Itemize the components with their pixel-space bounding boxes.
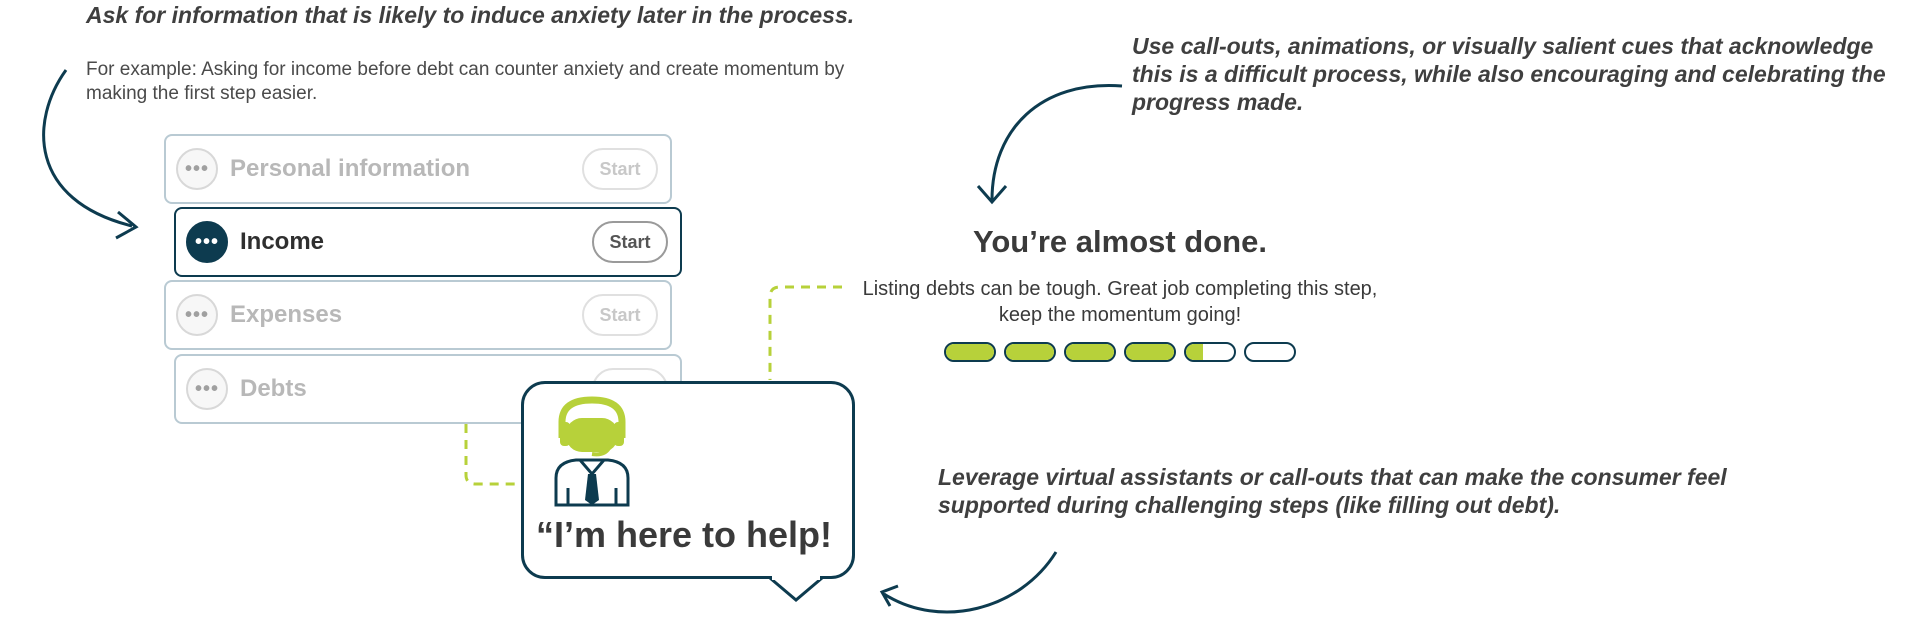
more-dots-icon: •••: [186, 221, 228, 263]
right-heading: Use call-outs, animations, or visually s…: [1132, 33, 1886, 115]
progress-segment: [1184, 342, 1236, 362]
dashed-connector-left: [464, 424, 519, 486]
dashed-connector-right: [768, 285, 842, 380]
bottom-heading: Leverage virtual assistants or call-outs…: [938, 464, 1727, 518]
progress-segment: [1244, 342, 1296, 362]
assistant-quote: “I’m here to help!: [536, 514, 833, 555]
progress-segment: [1004, 342, 1056, 362]
example-text: For example: Asking for income before de…: [86, 59, 845, 104]
step-label: Personal information: [230, 155, 471, 182]
step-label: Expenses: [230, 301, 343, 328]
step-row-expenses[interactable]: ••• Expenses Start: [164, 280, 672, 350]
more-dots-icon: •••: [176, 148, 218, 190]
progress-segment-fill: [1006, 344, 1054, 360]
progress-segment-fill: [946, 344, 994, 360]
start-button[interactable]: Start: [592, 221, 668, 263]
step-label: Income: [240, 228, 325, 255]
bottom-curved-arrow: [883, 551, 1058, 614]
progress-segment-fill: [1126, 344, 1174, 360]
progress-segment-fill: [1066, 344, 1114, 360]
right-curved-arrow: [990, 84, 1123, 201]
right-arrow-head: [976, 185, 1008, 205]
progress-bar: [944, 342, 1296, 362]
start-button[interactable]: Start: [582, 148, 658, 190]
progress-segment: [944, 342, 996, 362]
bottom-arrow-head: [879, 584, 899, 607]
progress-segment-fill: [1186, 344, 1203, 360]
step-label: Debts: [240, 375, 307, 402]
left-arrow-head: [115, 210, 139, 240]
bubble-tail: [769, 576, 823, 602]
more-dots-icon: •••: [186, 368, 228, 410]
progress-title: You’re almost done.: [973, 224, 1267, 259]
progress-message: Listing debts can be tough. Great job co…: [862, 278, 1378, 326]
progress-segment: [1064, 342, 1116, 362]
start-button[interactable]: Start: [582, 294, 658, 336]
progress-segment: [1124, 342, 1176, 362]
more-dots-icon: •••: [176, 294, 218, 336]
step-row-personal-information[interactable]: ••• Personal information Start: [164, 134, 672, 204]
top-heading: Ask for information that is likely to in…: [86, 2, 855, 28]
step-row-income[interactable]: ••• Income Start: [174, 207, 682, 277]
